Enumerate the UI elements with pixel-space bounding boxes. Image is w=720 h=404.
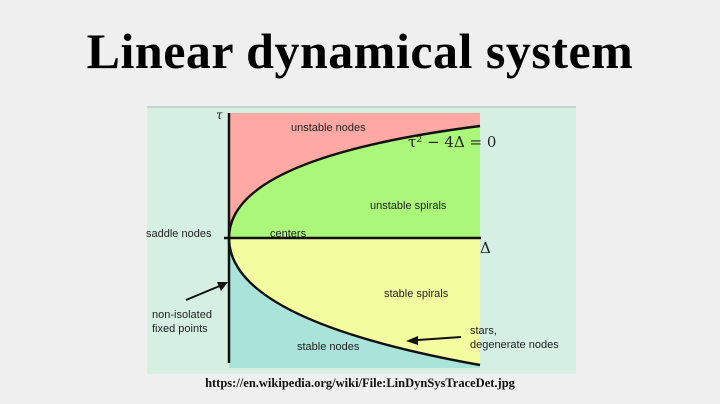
label-non-isolated-line1: non-isolated — [152, 309, 212, 321]
tau-axis-label: τ — [216, 108, 223, 122]
delta-axis-label: Δ — [480, 239, 491, 257]
label-saddle-nodes: saddle nodes — [146, 228, 212, 240]
arrowhead-icon — [406, 336, 418, 345]
parabola-equation: τ² − 4Δ = 0 — [408, 133, 497, 151]
label-stars-line2: degenerate nodes — [470, 339, 559, 351]
label-unstable-nodes: unstable nodes — [291, 122, 366, 134]
label-centers: centers — [270, 228, 307, 240]
page-title: Linear dynamical system — [86, 23, 634, 79]
region-unstable-spirals — [229, 126, 480, 238]
source-caption: https://en.wikipedia.org/wiki/File:LinDy… — [205, 376, 515, 390]
label-unstable-spirals: unstable spirals — [370, 200, 447, 212]
arrow-stars — [417, 336, 462, 341]
label-stable-spirals: stable spirals — [384, 288, 449, 300]
label-stars-line1: stars, — [470, 325, 497, 337]
label-non-isolated-line2: fixed points — [152, 323, 208, 335]
region-stable-spirals — [229, 238, 480, 365]
arrowhead-icon — [217, 282, 228, 291]
arrow-non-isolated — [185, 284, 223, 301]
label-stable-nodes: stable nodes — [297, 341, 360, 353]
